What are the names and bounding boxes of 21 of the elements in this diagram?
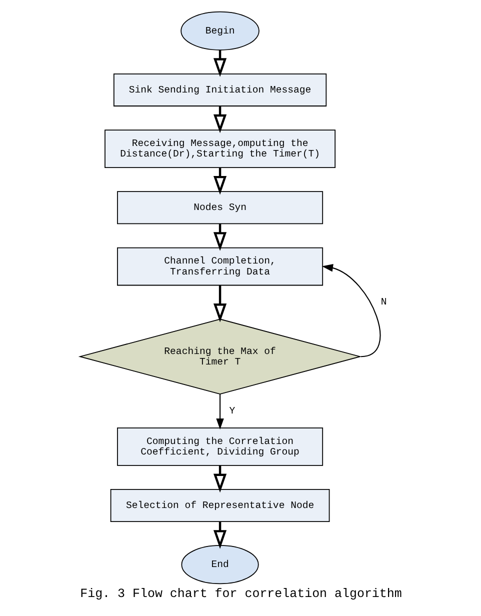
node-box: Channel Completion, Transferring Data (116, 247, 323, 286)
caption: Fig. 3 Flow chart for correlation algorithm (80, 587, 402, 602)
arrow (212, 168, 226, 195)
arrow (212, 522, 226, 549)
node-box: Nodes Syn (116, 191, 323, 224)
arrow (321, 264, 380, 358)
node-ellipse: Begin (180, 11, 259, 50)
node-box: Computing the Correlation Coefficient, Dividing Group (116, 428, 323, 466)
node-box: Sink Sending Initiation Message (112, 73, 326, 106)
node-diamond: Reaching the Max of Timer T (78, 318, 362, 395)
arrow (216, 394, 224, 430)
node-box: Selection of Representative Node (110, 489, 330, 522)
arrow (212, 285, 226, 322)
arrow (212, 466, 226, 493)
arrow (212, 224, 226, 251)
node-ellipse: End (180, 545, 258, 584)
arrow (212, 50, 226, 77)
edge-label: Y (228, 406, 235, 416)
node-box: Receiving Message,omputing the Distance(Dr),Starting the Timer(T) (104, 130, 336, 168)
arrow (212, 106, 226, 134)
edge-label: N (380, 296, 386, 308)
